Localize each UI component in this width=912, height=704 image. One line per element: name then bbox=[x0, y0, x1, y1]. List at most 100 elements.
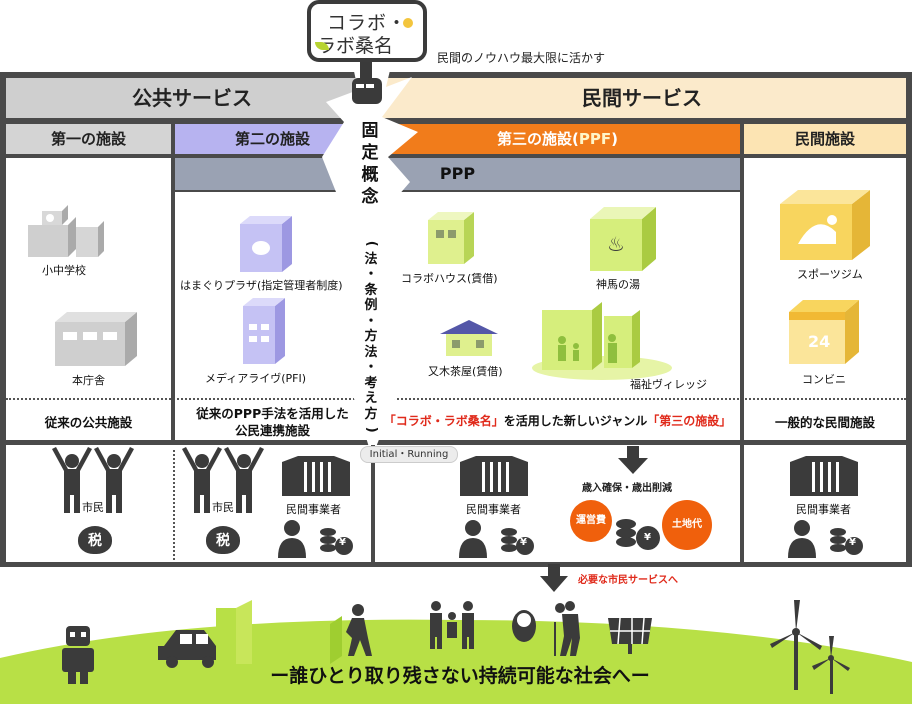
revenue-label: 歳入確保・歳出削減 bbox=[582, 483, 672, 494]
divider bbox=[6, 440, 906, 445]
char: 考 bbox=[364, 375, 378, 391]
first-facility-header: 第一の施設 bbox=[6, 124, 171, 154]
hamaguri-plaza-icon bbox=[240, 216, 292, 272]
third-facility-desc: 「コラボ・ラボ桑名」を活用した新しいジャンル「第三の施設」 bbox=[375, 412, 740, 429]
baby-icon bbox=[512, 610, 536, 642]
tagline: 民間のノウハウ最大限に活かす bbox=[437, 51, 606, 65]
kanba-label: 神馬の湯 bbox=[596, 278, 640, 291]
tax-label: 税 bbox=[88, 533, 102, 549]
yen-symbol: ¥ bbox=[644, 532, 651, 543]
company-building-icon bbox=[460, 456, 528, 496]
needed-service-label: 必要な市民サービスへ bbox=[578, 575, 678, 586]
collabo-house-icon bbox=[428, 212, 474, 264]
solar-panel-icon bbox=[608, 617, 652, 654]
third-facility-text: 「第三の施設」 bbox=[647, 414, 732, 428]
char: 定 bbox=[361, 143, 379, 163]
welfare-village-icon bbox=[532, 302, 672, 380]
operating-cost-circle: 運営費 bbox=[570, 500, 612, 542]
robot-icon bbox=[62, 626, 94, 684]
convenience-24-label: 24 bbox=[808, 332, 831, 351]
fist-icon bbox=[352, 62, 382, 104]
citizens-raising-hands-icon bbox=[52, 447, 134, 513]
walking-person-icon bbox=[346, 604, 372, 656]
private-facility-header: 民間施設 bbox=[744, 124, 906, 154]
elderly-person-icon bbox=[554, 601, 580, 656]
char: ( bbox=[363, 240, 379, 247]
char: 条 bbox=[364, 282, 378, 298]
logo-line1: コラボ・ bbox=[327, 12, 408, 34]
tax-bag-icon: 税 bbox=[206, 526, 240, 554]
businessperson-and-coins-icon bbox=[278, 520, 353, 558]
new-genre-text: を活用した新しいジャンル bbox=[503, 414, 648, 428]
convenience-label: コンビニ bbox=[802, 373, 846, 386]
logo-line2: ラボ桑名 bbox=[317, 35, 394, 57]
logo-leaf-icon bbox=[315, 42, 329, 50]
divider bbox=[371, 445, 375, 562]
businessperson-and-coins-icon bbox=[459, 520, 534, 558]
char: 念 bbox=[361, 187, 379, 207]
company-building-icon bbox=[790, 456, 858, 496]
logo: コラボ・ ラボ桑名 bbox=[307, 0, 427, 62]
char: ・ bbox=[364, 267, 378, 282]
char: え bbox=[364, 391, 378, 406]
public-service-header: 公共サービス bbox=[6, 78, 378, 118]
fixed-concept-title: 固 定 概 念 bbox=[353, 120, 387, 208]
char: ・ bbox=[364, 360, 378, 375]
down-arrow-icon bbox=[618, 446, 648, 474]
third-facility-label: 第三の施設( bbox=[497, 130, 579, 148]
private-facility-desc: 一般的な民間施設 bbox=[774, 415, 875, 430]
media-live-label: メディアライヴ(PFI) bbox=[205, 372, 307, 385]
ppf-label: PPF bbox=[578, 130, 612, 148]
svg-text:♨: ♨ bbox=[607, 232, 625, 256]
welfare-label: 福祉ヴィレッジ bbox=[630, 378, 707, 391]
wind-turbine-icon bbox=[770, 600, 850, 694]
school-icon bbox=[28, 205, 104, 257]
teahouse-icon bbox=[440, 320, 498, 356]
sustainable-society-landscape bbox=[0, 600, 912, 704]
yen-symbol: ¥ bbox=[339, 537, 346, 548]
char: 固 bbox=[361, 121, 379, 141]
operator-label: 民間事業者 bbox=[796, 503, 851, 516]
lightning-bolt-icon bbox=[322, 62, 418, 457]
city-hall-label: 本庁舎 bbox=[72, 374, 105, 387]
second-facility-desc: 従来のPPP手法を活用した 公民連携施設 bbox=[196, 406, 349, 438]
fixed-concept-sub: ( 法 ・ 条 例 ・ 方 法 ・ 考 え 方 ) bbox=[357, 236, 385, 438]
down-arrow-icon bbox=[540, 564, 568, 592]
yen-symbol: ¥ bbox=[849, 537, 856, 548]
operator-label: 民間事業者 bbox=[466, 503, 521, 516]
char: 法 bbox=[364, 344, 378, 360]
company-building-icon bbox=[282, 456, 350, 496]
private-service-header: 民間サービス bbox=[378, 78, 906, 118]
sports-gym-label: スポーツジム bbox=[797, 268, 863, 281]
school-label: 小中学校 bbox=[42, 264, 86, 277]
third-facility-paren: ) bbox=[611, 130, 618, 148]
businessperson-and-coins-icon bbox=[788, 520, 863, 558]
char: 例 bbox=[364, 298, 378, 313]
divider bbox=[173, 450, 175, 560]
land-fee-circle: 土地代 bbox=[662, 500, 712, 550]
collabo-house-label: コラボハウス(賃借) bbox=[401, 272, 498, 285]
first-facility-desc: 従来の公共施設 bbox=[44, 415, 133, 430]
family-icon bbox=[430, 601, 474, 649]
tax-bag-icon: 税 bbox=[78, 526, 112, 554]
tax-label: 税 bbox=[216, 533, 230, 549]
logo-dot-icon bbox=[403, 18, 413, 28]
char: 方 bbox=[364, 406, 378, 422]
char: 方 bbox=[364, 329, 378, 344]
city-hall-icon bbox=[55, 312, 137, 366]
matagi-label: 又木茶屋(賃借) bbox=[428, 365, 503, 378]
divider bbox=[6, 398, 906, 400]
coins-icon bbox=[616, 519, 660, 550]
third-facility-header: 第三の施設(PPF) bbox=[375, 124, 740, 154]
char: 法 bbox=[364, 251, 378, 267]
initial-running-badge: Initial・Running bbox=[360, 446, 458, 463]
citizens-raising-hands-icon bbox=[182, 447, 264, 513]
collabo-lab-text: 「コラボ・ラボ桑名」 bbox=[383, 414, 504, 428]
char: ・ bbox=[364, 313, 378, 329]
motto: ー誰ひとり取り残さない持続可能な社会へー bbox=[270, 665, 650, 687]
media-live-icon bbox=[243, 298, 285, 364]
hot-spring-icon: ♨ bbox=[590, 207, 656, 271]
convenience-store-icon bbox=[789, 300, 859, 364]
hamaguri-label: はまぐりプラザ(指定管理者制度) bbox=[180, 279, 343, 292]
actors-panel bbox=[6, 445, 906, 562]
